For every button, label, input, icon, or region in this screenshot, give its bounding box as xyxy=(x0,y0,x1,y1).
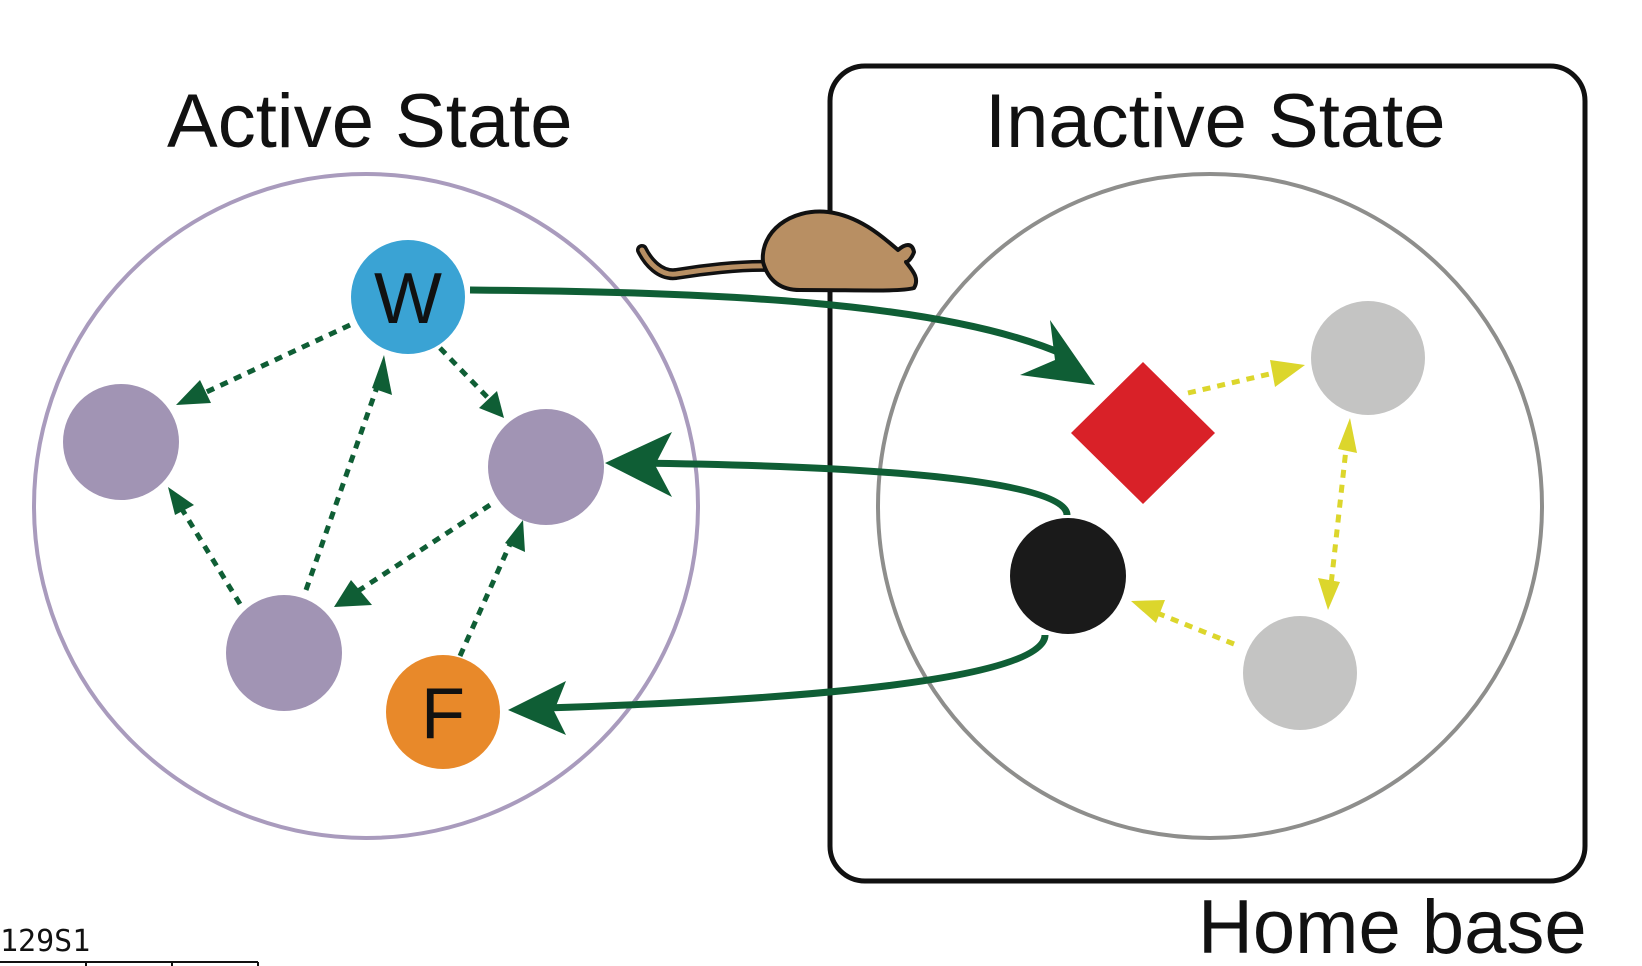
mouse-body xyxy=(760,209,919,293)
inactive-dotted-arrowheads xyxy=(1131,360,1357,623)
transition-home-to-active xyxy=(634,459,1071,516)
table-fragment xyxy=(0,961,259,966)
node-f-label: F xyxy=(421,674,465,754)
inactive-node-top xyxy=(1311,301,1425,415)
strain-label: 129S1 xyxy=(0,924,90,959)
mouse-icon xyxy=(636,209,919,293)
node-w: W xyxy=(351,240,465,354)
mouse-tail-inner xyxy=(639,247,773,277)
dotted-arrow-bottom-to-black xyxy=(1156,610,1235,647)
active-node-right xyxy=(488,409,604,525)
active-dotted-arrowheads xyxy=(168,355,525,607)
active-node-left xyxy=(63,384,179,500)
dotted-arrow-diamond-to-top xyxy=(1187,369,1279,396)
arrowhead-home-to-active xyxy=(605,432,672,497)
node-f-circle xyxy=(386,655,500,769)
arrowhead-w-to-right xyxy=(479,391,504,418)
dotted-arrow-w-to-left xyxy=(198,322,352,398)
dotted-arrow-top-bottom xyxy=(1328,439,1350,586)
arrowhead-f-to-right xyxy=(505,520,525,552)
dotted-arrow-bottom-to-w xyxy=(303,369,386,591)
arrowhead-bottom-to-black xyxy=(1131,600,1165,623)
dotted-arrow-w-to-right xyxy=(438,346,492,402)
inactive-node-bottom xyxy=(1243,616,1357,730)
arrowhead-right-to-bottom xyxy=(334,580,372,607)
node-w-circle xyxy=(351,240,465,354)
active-node-bottom xyxy=(226,595,342,711)
arrowhead-bottom-to-left xyxy=(168,487,194,515)
active-state-title: Active State xyxy=(167,79,573,164)
arrowhead-home-to-f xyxy=(508,681,566,735)
arrowhead-top-from-bottom xyxy=(1338,418,1357,453)
arrowhead-w-to-home xyxy=(1020,320,1095,385)
arrowhead-bottom-to-w xyxy=(372,355,392,395)
home-base-label: Home base xyxy=(1198,885,1587,966)
transition-w-to-home xyxy=(469,286,1067,359)
arrowhead-diamond-to-top xyxy=(1270,360,1305,387)
transition-arrowheads xyxy=(508,320,1095,735)
home-base-box xyxy=(827,63,1588,884)
transition-arrows xyxy=(469,286,1071,712)
inactive-dotted-arrows xyxy=(1156,369,1350,647)
arrowhead-bottom-from-top xyxy=(1318,578,1340,610)
active-dotted-arrows xyxy=(177,322,518,658)
node-w-label: W xyxy=(374,259,442,339)
active-state-circle xyxy=(32,172,700,840)
inactive-state-circle xyxy=(876,172,1544,840)
entry-diamond xyxy=(1071,362,1215,504)
dotted-arrow-f-to-right xyxy=(457,531,518,658)
arrowhead-w-to-left xyxy=(176,380,211,405)
dotted-arrow-bottom-to-left xyxy=(177,504,243,606)
exit-node-black xyxy=(1010,518,1126,634)
inactive-state-title: Inactive State xyxy=(985,79,1446,164)
node-f: F xyxy=(386,655,500,769)
transition-home-to-f xyxy=(544,634,1049,712)
dotted-arrow-right-to-bottom xyxy=(353,502,492,596)
